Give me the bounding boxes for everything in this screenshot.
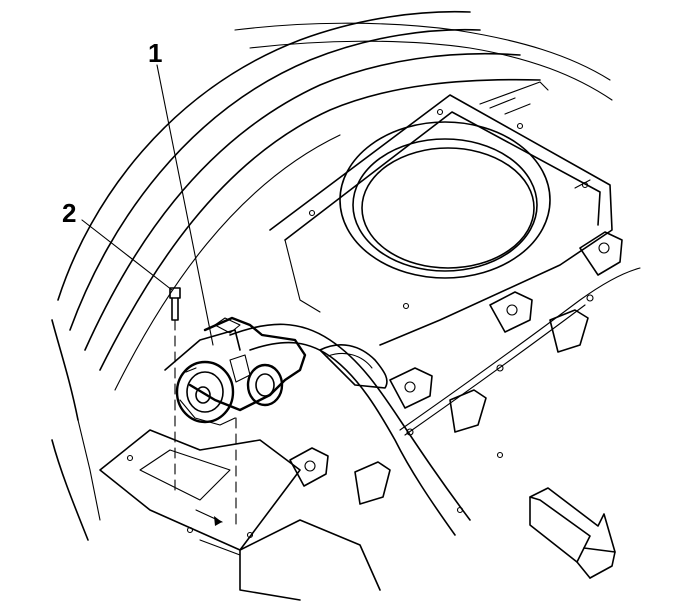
floor-rib [229,323,471,536]
callout-2-label: 2 [62,198,76,228]
bolt [169,287,181,321]
callout-1-label: 1 [148,38,162,68]
callout-1-leader [156,64,214,346]
wiring-harness [399,267,641,436]
right-brackets [289,231,623,505]
lower-floor-pan [99,429,504,601]
spare-tire-well [339,121,551,279]
front-direction-arrow-icon [529,487,616,579]
callout-2-leader [81,219,173,291]
alignment-lines [174,319,237,526]
motor-assembly [164,316,307,426]
body-panel-contours [51,10,613,541]
trunk-floor-panel [269,81,613,346]
